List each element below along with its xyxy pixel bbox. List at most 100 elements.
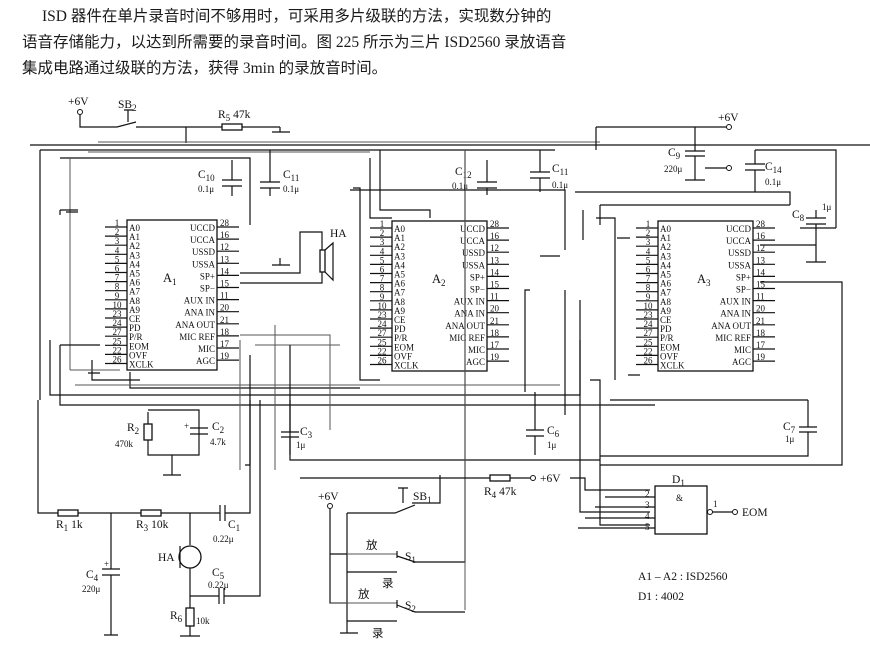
pin-number: 12 bbox=[220, 242, 229, 252]
svg-text:1μ: 1μ bbox=[822, 202, 832, 212]
pin-number: 13 bbox=[220, 254, 230, 264]
microphone-ha: HA bbox=[158, 513, 202, 596]
pin-name: AUX IN bbox=[454, 297, 486, 307]
pin-name: A7 bbox=[129, 287, 140, 297]
pin-name: PD bbox=[394, 324, 406, 334]
supply-label: +6V bbox=[68, 96, 89, 108]
pin-name: A6 bbox=[394, 279, 405, 289]
pin-number: 12 bbox=[756, 243, 765, 253]
svg-text:C8: C8 bbox=[792, 209, 805, 223]
capacitor-c3: C3 1μ bbox=[281, 400, 313, 455]
speaker-icon bbox=[319, 249, 326, 273]
supply-switch: +6V bbox=[318, 491, 347, 604]
svg-text:R2: R2 bbox=[127, 422, 139, 436]
pin-name: UCCD bbox=[726, 224, 752, 234]
pin-name: SP+ bbox=[470, 272, 485, 282]
svg-text:C2: C2 bbox=[212, 421, 224, 435]
svg-text:SB1: SB1 bbox=[413, 491, 432, 505]
pin-number: 17 bbox=[490, 340, 500, 350]
pin-name: A5 bbox=[394, 270, 405, 280]
pin-name: USSD bbox=[462, 248, 486, 258]
svg-text:C9: C9 bbox=[668, 147, 681, 161]
capacitor-c12: C12 0.1μ bbox=[452, 160, 497, 195]
pin-number: 14 bbox=[490, 267, 500, 277]
pin-number: 19 bbox=[490, 352, 500, 362]
svg-text:录: 录 bbox=[382, 577, 394, 590]
pin-number: 14 bbox=[220, 266, 230, 276]
pin-number: 24 bbox=[113, 318, 123, 328]
pin-name: UCCA bbox=[190, 235, 216, 245]
capacitor-c4: + C4 220μ bbox=[82, 513, 120, 636]
switch-sb1[interactable]: SB1 bbox=[347, 475, 441, 514]
svg-text:R6: R6 bbox=[170, 610, 183, 624]
svg-text:0.1μ: 0.1μ bbox=[552, 180, 568, 190]
pin-number: 18 bbox=[756, 328, 766, 338]
pin-name: MIC bbox=[468, 345, 485, 355]
intro-line-2: 语音存储能力，以达到所需要的录音时间。图 225 所示为三片 ISD2560 录… bbox=[22, 34, 567, 51]
pin-name: A7 bbox=[394, 288, 405, 298]
svg-text:10k: 10k bbox=[196, 616, 210, 626]
intro-text: ISD 器件在单片录音时间不够用时，可采用多片级联的方法，实现数分钟的 语音存储… bbox=[22, 4, 852, 82]
pin-name: USSA bbox=[192, 259, 216, 269]
svg-text:1μ: 1μ bbox=[296, 440, 306, 450]
svg-text:A1 – A2 : ISD2560: A1 – A2 : ISD2560 bbox=[638, 571, 728, 583]
pin-number: 14 bbox=[756, 267, 766, 277]
pin-number: 20 bbox=[220, 303, 230, 313]
pin-number: 13 bbox=[756, 255, 766, 265]
pin-name: A3 bbox=[660, 251, 671, 261]
pin-number: 6 bbox=[115, 264, 120, 274]
svg-text:1μ: 1μ bbox=[547, 440, 557, 450]
pin-name: SP+ bbox=[200, 271, 215, 281]
pin-number: 27 bbox=[113, 327, 123, 337]
pin-number: 11 bbox=[220, 291, 229, 301]
pin-name: AGC bbox=[196, 356, 215, 366]
pin-number: 2 bbox=[646, 228, 651, 238]
pin-name: CE bbox=[129, 314, 141, 324]
pin-number: 20 bbox=[756, 304, 766, 314]
pin-number: 10 bbox=[113, 300, 123, 310]
pin-name: AUX IN bbox=[720, 297, 752, 307]
pin-number: 22 bbox=[378, 346, 387, 356]
svg-text:D1 : 4002: D1 : 4002 bbox=[638, 591, 684, 603]
chip-body bbox=[657, 220, 754, 372]
pin-number: 11 bbox=[490, 292, 499, 302]
pin-name: P/R bbox=[129, 332, 143, 342]
pin-name: OVF bbox=[129, 350, 147, 360]
svg-text:+6V: +6V bbox=[718, 112, 739, 124]
svg-text:C6: C6 bbox=[547, 425, 560, 439]
svg-text:0.1μ: 0.1μ bbox=[452, 181, 468, 191]
pin-name: A3 bbox=[394, 251, 405, 261]
pin-number: 24 bbox=[644, 319, 654, 329]
switch-s2[interactable]: 放 S2 录 bbox=[330, 587, 465, 640]
pin-number: 3 bbox=[115, 236, 120, 246]
pin-number: 18 bbox=[490, 328, 500, 338]
pin-number: 19 bbox=[756, 352, 766, 362]
pin-name: A0 bbox=[129, 223, 140, 233]
pin-name: EOM bbox=[394, 342, 414, 352]
resistor-r2: R2 470k bbox=[115, 409, 200, 476]
svg-text:C1: C1 bbox=[228, 519, 240, 533]
pin-name: USSA bbox=[728, 260, 752, 270]
svg-text:220μ: 220μ bbox=[664, 164, 683, 174]
svg-text:5: 5 bbox=[645, 522, 650, 532]
pin-name: A1 bbox=[394, 233, 405, 243]
pin-name: A4 bbox=[394, 260, 405, 270]
pin-name: A6 bbox=[660, 279, 671, 289]
pin-name: SP− bbox=[470, 285, 485, 295]
pin-name: A9 bbox=[394, 306, 405, 316]
pin-number: 22 bbox=[113, 345, 122, 355]
svg-text:4: 4 bbox=[645, 511, 650, 521]
legend: A1 – A2 : ISD2560 D1 : 4002 bbox=[638, 571, 728, 603]
capacitor-c1: C1 0.22μ bbox=[213, 400, 251, 544]
switch-sb2[interactable]: SB2 bbox=[116, 99, 222, 128]
svg-text:录: 录 bbox=[372, 627, 384, 640]
pin-name: ANA OUT bbox=[175, 320, 215, 330]
capacitor-c14: C14 0.1μ bbox=[745, 149, 837, 228]
pin-name: A0 bbox=[394, 224, 405, 234]
pin-name: OVF bbox=[394, 351, 412, 361]
nand-gate-icon bbox=[654, 485, 708, 535]
pin-name: PD bbox=[129, 323, 141, 333]
